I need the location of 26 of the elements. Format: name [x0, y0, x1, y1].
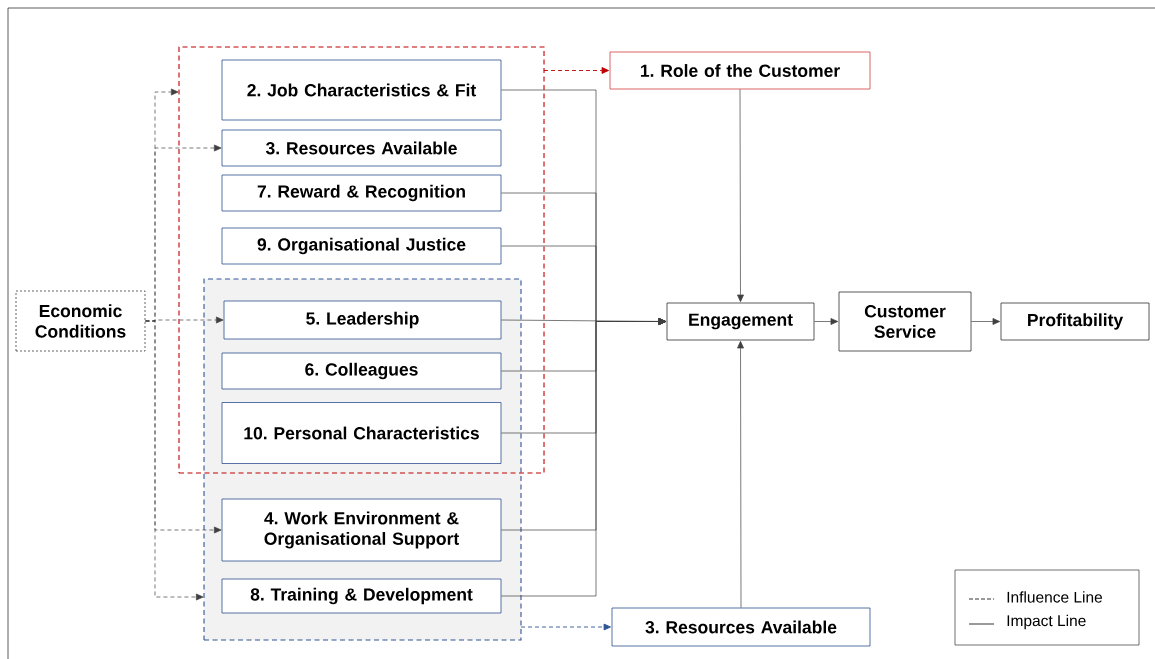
factor-box: 4. Work Environment & Organisational Support [221, 498, 502, 562]
arrow [145, 320, 204, 601]
legend-label: Influence Line [1007, 591, 1102, 603]
factor-box: 1. Role of the Customer [609, 51, 871, 90]
arrow [501, 318, 667, 597]
arrow [520, 623, 611, 631]
outcome-box: Customer Service [838, 291, 972, 352]
arrow [971, 318, 1001, 325]
factor-box: 9. Organisational Justice [221, 227, 502, 265]
arrow [737, 89, 744, 303]
factor-box: 3. Resources Available [221, 129, 502, 167]
factor-box: 2. Job Characteristics & Fit [221, 59, 502, 121]
outcome-box: Engagement [666, 302, 815, 341]
factor-box: 6. Colleagues [221, 352, 502, 390]
factor-box: 8. Training & Development [221, 578, 502, 614]
group-frame [178, 46, 545, 474]
factor-box: 5. Leadership [223, 300, 502, 340]
arrow [737, 340, 744, 608]
factor-box: 10. Personal Characteristics [221, 402, 502, 464]
outcome-box: Profitability [1000, 302, 1150, 341]
legend-label: Impact Line [1007, 614, 1086, 630]
arrow [814, 318, 839, 325]
arrow [543, 67, 609, 74]
condition-box: Economic Conditions [15, 290, 146, 352]
factor-box: 7. Reward & Recognition [221, 174, 502, 212]
factor-box: 3. Resources Available [611, 607, 871, 647]
